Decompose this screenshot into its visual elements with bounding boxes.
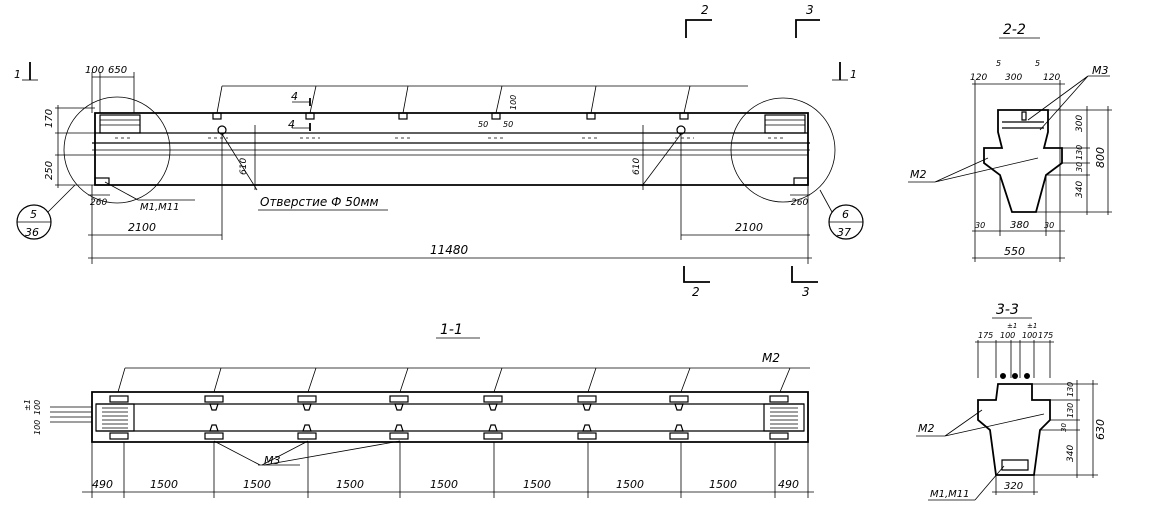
- section-2-2-dim-550: 550: [1004, 245, 1025, 258]
- dim-100-detail: 100: [509, 95, 518, 110]
- section-3-3-dim-30: 30: [1060, 423, 1068, 432]
- section-1-1-seg-8: 1500: [709, 478, 737, 491]
- section-2-2-label-m2: М2: [910, 168, 927, 181]
- dim-50-a: 50: [478, 120, 488, 129]
- hole-note: Отверстие Ф 50мм: [260, 195, 379, 209]
- section-1-1-seg-6: 1500: [523, 478, 551, 491]
- callout-left-number: 5: [30, 208, 37, 221]
- section-2-2-title: 2-2: [1003, 22, 1026, 38]
- section-4-bottom: 4: [288, 118, 295, 131]
- section-1-1-seg-5: 1500: [430, 478, 458, 491]
- section-3-3-dim-100-left: 100: [1000, 331, 1015, 340]
- section-3-3-dim-320: 320: [1004, 481, 1023, 492]
- elevation-view: 4 4 50 50 100 100 650 170 250 260 260 61…: [14, 3, 864, 299]
- section-1-1-dim-100a: 100: [33, 400, 42, 415]
- section-1-1-seg-1: 490: [92, 478, 113, 491]
- section-3-3-dim-pm1-left: ±1: [1007, 322, 1017, 330]
- section-3-3: 3-3 175 100 100 175 ±1 ±1 130 130 30 340…: [916, 302, 1107, 501]
- dim-260-right: 260: [791, 198, 808, 208]
- section-1-1-dim-pm1: ±1: [23, 399, 32, 411]
- section-1-1-dim-100b: 100: [33, 420, 42, 435]
- section-2-2-dim-30-right: 30: [1044, 221, 1054, 230]
- section-3-3-dim-175-right: 175: [1038, 331, 1053, 340]
- section-2-2-dim-30-side: 30: [1075, 162, 1084, 172]
- section-3-3-dim-340: 340: [1066, 445, 1076, 462]
- section-1-1-seg-2: 1500: [150, 478, 178, 491]
- section-3-3-dim-100-right: 100: [1022, 331, 1037, 340]
- section-2-2-label-m3: М3: [1092, 64, 1109, 77]
- section-3-3-dim-130-mid: 130: [1066, 403, 1075, 418]
- section-2-2-dim-800: 800: [1094, 147, 1107, 168]
- section-1-1-seg-3: 1500: [243, 478, 271, 491]
- dim-610-right: 610: [632, 158, 642, 175]
- section-3-3-label-m1-m11: М1,М11: [930, 489, 970, 500]
- dim-250: 250: [44, 161, 55, 180]
- section-2-2-dim-30-left: 30: [975, 221, 985, 230]
- dim-total: 11480: [430, 243, 469, 257]
- section-2-2-dim-5-left: 5: [996, 59, 1001, 68]
- section-4-top: 4: [291, 90, 298, 103]
- section-3-3-dim-630: 630: [1094, 419, 1107, 440]
- dim-650: 650: [108, 65, 127, 76]
- section-1-1: 1-1 М2: [23, 322, 814, 498]
- callout-left-sheet: 36: [25, 226, 39, 239]
- section-2-bottom: 2: [692, 285, 700, 299]
- callout-right-sheet: 37: [837, 226, 851, 239]
- section-3-3-dim-175-left: 175: [978, 331, 993, 340]
- section-2-2-dim-300-side: 300: [1075, 115, 1085, 132]
- dim-170: 170: [44, 109, 55, 128]
- section-3-3-title: 3-3: [996, 302, 1019, 318]
- section-3-bottom: 3: [802, 285, 810, 299]
- section-2-2: 2-2 120 5 300 5 120 М3 М2 300 130 30 340…: [908, 22, 1112, 262]
- section-1-1-seg-9: 490: [778, 478, 799, 491]
- section-1-right: 1: [850, 68, 857, 81]
- section-1-1-label-m3: М3: [264, 454, 281, 467]
- section-3-3-label-m2: М2: [918, 422, 935, 435]
- section-1-1-title: 1-1: [440, 322, 463, 338]
- section-1-1-seg-7: 1500: [616, 478, 644, 491]
- section-2-top: 2: [701, 3, 709, 17]
- section-1-1-plates: [109, 395, 789, 440]
- section-2-2-dim-120-right: 120: [1043, 73, 1060, 83]
- section-2-2-dim-130: 130: [1075, 145, 1084, 160]
- dim-50-b: 50: [503, 120, 513, 129]
- dim-2100-left: 2100: [128, 221, 156, 234]
- dim-100: 100: [85, 65, 104, 76]
- section-3-3-dim-130-top: 130: [1066, 382, 1075, 397]
- label-m1-m11: М1,М11: [140, 202, 180, 213]
- section-1-left: 1: [14, 68, 21, 81]
- callout-right-number: 6: [842, 208, 849, 221]
- section-2-2-dim-300-top: 300: [1005, 73, 1022, 83]
- section-2-2-dim-380: 380: [1010, 220, 1029, 231]
- section-2-2-dim-340: 340: [1075, 181, 1085, 198]
- section-3-top: 3: [806, 3, 814, 17]
- section-3-3-dim-pm1-right: ±1: [1027, 322, 1037, 330]
- section-1-1-seg-4: 1500: [336, 478, 364, 491]
- dim-2100-right: 2100: [735, 221, 763, 234]
- section-1-1-label-m2: М2: [762, 351, 780, 365]
- dim-610-left: 610: [239, 158, 249, 175]
- section-2-2-dim-120-left: 120: [970, 73, 987, 83]
- section-2-2-dim-5-right: 5: [1035, 59, 1040, 68]
- dim-260-left: 260: [90, 198, 107, 208]
